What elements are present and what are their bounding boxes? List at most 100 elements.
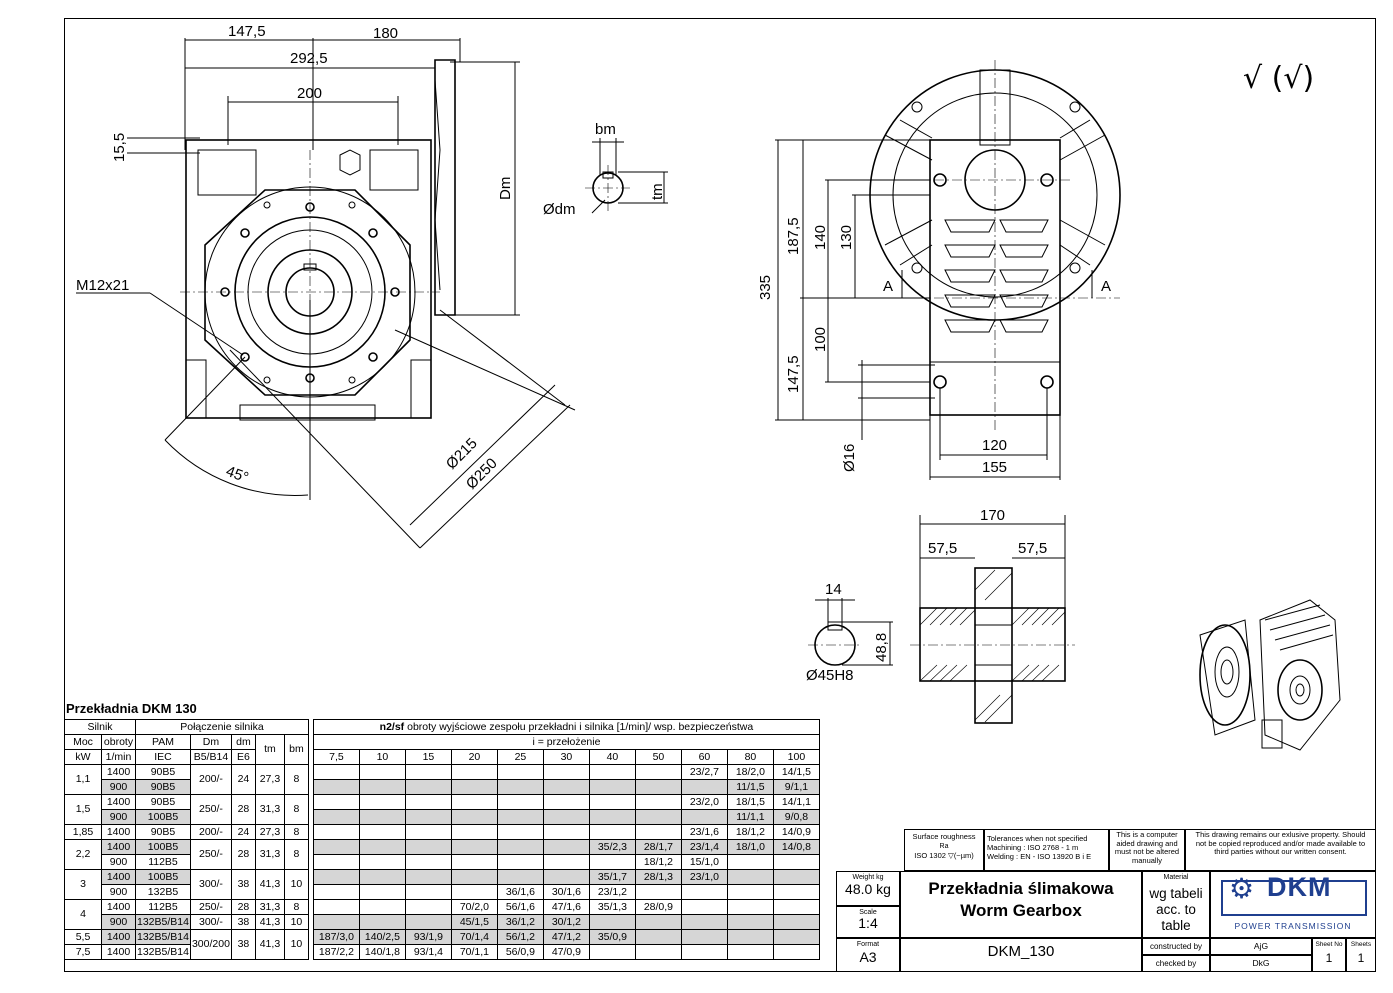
dim-100: 100 [812,327,829,352]
gear-icon: ⚙ [1229,872,1255,905]
cell-dm: 24 [230,824,256,840]
cell-speed-factor [588,824,636,840]
tolerances-line-2: Machining : ISO 2768 - 1 m [987,843,1079,852]
cell-speed-factor: 23/1,6 [680,824,728,840]
header-obroty: obroty [101,734,136,750]
dim-14: 14 [825,581,842,598]
cell-speed-factor [680,779,728,795]
dim-Dm: Dm [497,177,514,200]
shaft-key-detail: bm tm Ødm [543,121,668,218]
cell-speed-factor [358,794,406,810]
header-moc: Moc [64,734,102,750]
cell-speed-factor [404,869,452,885]
drawing-frame [64,18,1376,972]
dim-tm: tm [649,183,666,200]
hollow-shaft-section: 170 57,5 57,5 [910,507,1075,724]
cell-dm: 28 [230,794,256,825]
cell-rpm: 1400 [101,824,136,840]
cell-speed-factor: 56/1,6 [496,899,544,915]
cell-pam: 100B5 [135,839,191,855]
keyway-detail: 14 48,8 Ø45H8 [806,581,893,684]
cell-speed-factor [680,884,728,900]
tolerances-line-1: Tolerances when not specified [987,834,1088,843]
cell-pam: 100B5 [135,869,191,885]
cell-speed-factor [496,764,544,780]
cell-speed-factor: 93/1,9 [404,929,452,945]
header-ratio-value: 50 [634,749,682,765]
cell-speed-factor [450,809,498,825]
header-b5b14: B5/B14 [189,749,232,765]
cell-speed-factor [726,869,774,885]
dim-147-5: 147,5 [228,23,266,40]
header-ratio-value: 100 [772,749,820,765]
cell-speed-factor [588,854,636,870]
cell-speed-factor [358,914,406,930]
cell-rpm: 1400 [101,899,136,915]
roughness-triangle-icon: ▽ [948,851,954,860]
cell-speed-factor: 18/2,0 [726,764,774,780]
cell-speed-factor [542,869,590,885]
cell-kw: 5,5 [64,929,102,945]
sheets-label: Sheets [1350,941,1372,948]
section-hatch [919,569,1066,723]
cell-speed-factor [312,884,360,900]
ra-label: Ra [939,843,949,850]
dim-147-5b: 147,5 [785,355,802,393]
cell-pam: 112B5 [135,854,191,870]
cell-rpm: 900 [101,914,136,930]
scale-label: Scale [859,909,877,916]
cell-speed-factor [726,899,774,915]
cell-speed-factor: 9/1,1 [772,779,820,795]
cell-speed-factor [542,824,590,840]
cell-speed-factor [542,854,590,870]
cell-speed-factor [542,764,590,780]
cell-speed-factor [358,764,406,780]
cell-dm: 38 [230,929,256,960]
material-value: wg tabeli acc. to table [1149,886,1203,933]
cell-speed-factor [680,899,728,915]
cell-kw: 4 [64,899,102,930]
cell-speed-factor: 18/1,2 [634,854,682,870]
dkm-logo: ⚙ DKM [1221,872,1367,916]
cell-speed-factor: 14/0,8 [772,839,820,855]
cell-rpm: 1400 [101,764,136,780]
weight-box: Weight kg 48.0 kg [836,871,900,906]
cell-speed-factor [680,944,728,960]
cell-speed-factor [772,914,820,930]
material-box: Material wg tabeli acc. to table [1142,871,1210,938]
cell-speed-factor [588,779,636,795]
cell-rpm: 900 [101,884,136,900]
header-dm: dm [230,734,256,750]
cell-speed-factor: 18/1,0 [726,839,774,855]
cell-speed-factor: 14/1,5 [772,764,820,780]
cell-speed-factor: 18/1,2 [726,824,774,840]
cell-speed-factor [726,929,774,945]
cell-speed-factor: 140/2,5 [358,929,406,945]
cell-speed-factor [542,809,590,825]
cell-rpm: 1400 [101,929,136,945]
cell-speed-factor: 23/2,7 [680,764,728,780]
table-title: Przekładnia DKM 130 [66,701,197,716]
cell-dm: 28 [230,839,256,870]
dim-140: 140 [812,225,829,250]
cell-speed-factor [404,884,452,900]
checked-value: DkG [1210,955,1312,972]
cell-rpm: 900 [101,854,136,870]
n2sf-description: obroty wyjściowe zespołu przekładni i si… [407,720,754,733]
cell-tm: 41,3 [254,929,285,960]
gearbox-isometric-icon [1199,599,1341,751]
cell-speed-factor [404,809,452,825]
cell-speed-factor: 30/1,6 [542,884,590,900]
weight-value: 48.0 kg [845,881,891,897]
header-polaczenie: Połączenie silnika [135,719,309,735]
header-ratio-value: 25 [496,749,544,765]
tolerances-line-3: Welding : EN - ISO 13920 B i E [987,852,1092,861]
section-A-left: A [883,278,893,295]
title-polish: Przekładnia ślimakowa [928,879,1114,898]
cell-speed-factor: 56/0,9 [496,944,544,960]
n2sf-label: n2/sf [379,720,405,733]
